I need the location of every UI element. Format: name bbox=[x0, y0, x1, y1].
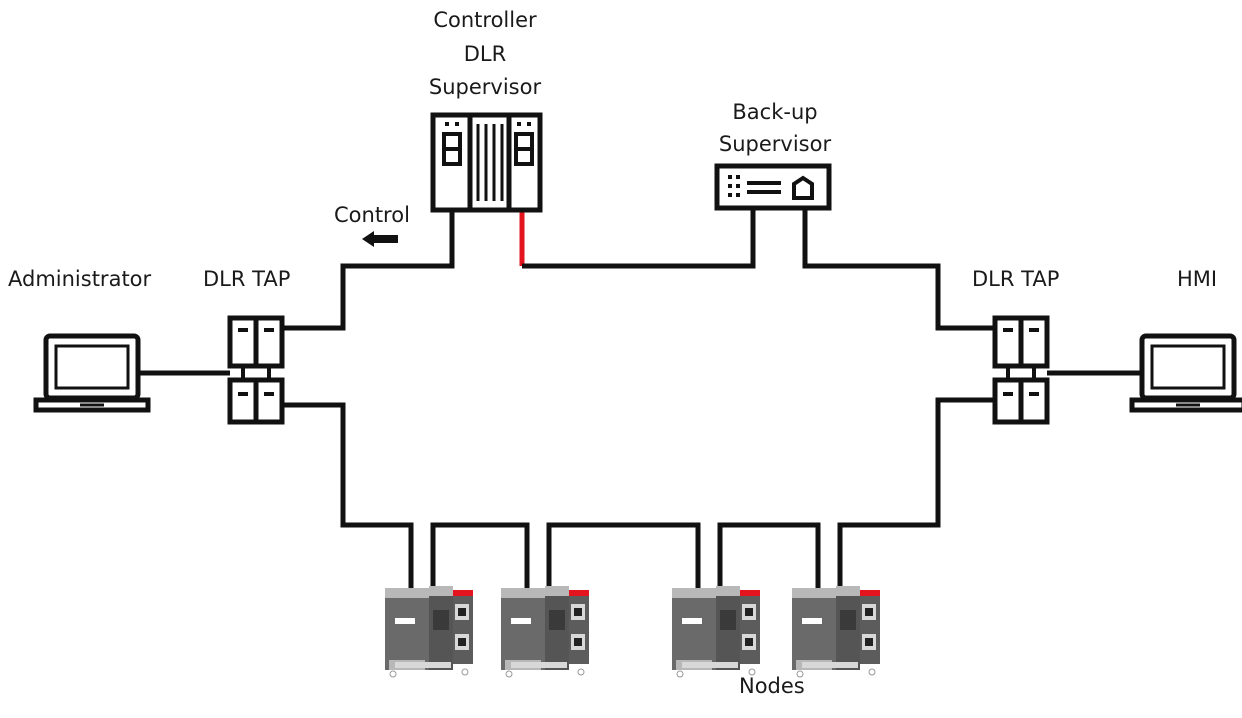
administrator-laptop-icon bbox=[33, 333, 151, 413]
node-module-icon bbox=[501, 586, 589, 678]
ring-cable-node2-node3 bbox=[546, 522, 701, 592]
dlr-tap-left-label: DLR TAP bbox=[203, 267, 291, 291]
ring-cable-node1-node2 bbox=[430, 522, 530, 592]
controller-label-line3: Supervisor bbox=[428, 75, 542, 99]
controller-label-line1: Controller bbox=[433, 8, 537, 32]
controller-icon bbox=[430, 112, 543, 213]
node-module-icon bbox=[792, 586, 880, 678]
ring-cable-node3-node4 bbox=[717, 522, 821, 592]
backup-label-line2: Supervisor bbox=[718, 132, 832, 156]
dlr-tap-right-icon bbox=[992, 315, 1050, 425]
controller-label-line2: DLR bbox=[463, 42, 507, 66]
dlr-tap-left-icon bbox=[227, 315, 285, 425]
ring-cable-node4-right bbox=[837, 397, 995, 592]
control-arrow-icon bbox=[362, 231, 398, 247]
hmi-laptop-icon bbox=[1129, 333, 1242, 413]
backup-label-line1: Back-up bbox=[732, 100, 818, 124]
dlr-tap-right-label: DLR TAP bbox=[972, 267, 1060, 291]
node-module-icon bbox=[385, 586, 473, 678]
ring-cable-backup-right bbox=[802, 208, 995, 331]
backup-supervisor-icon bbox=[714, 163, 832, 211]
nodes-group bbox=[385, 586, 880, 678]
ring-cable-controller-left bbox=[282, 208, 455, 331]
administrator-label: Administrator bbox=[8, 267, 152, 291]
ring-cable-controller-backup-black bbox=[522, 208, 756, 269]
ring-cable-left-tap-down bbox=[282, 402, 414, 592]
hmi-label: HMI bbox=[1177, 267, 1218, 291]
nodes-label: Nodes bbox=[739, 674, 805, 698]
control-label: Control bbox=[334, 203, 410, 227]
node-module-icon bbox=[672, 586, 760, 678]
